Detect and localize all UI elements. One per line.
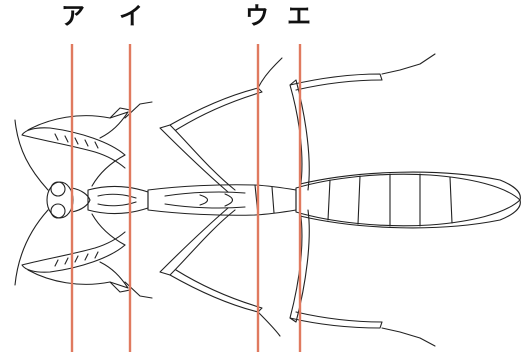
middle-leg-lower (160, 208, 280, 336)
mantis-head (47, 182, 90, 218)
hind-leg-upper (290, 54, 435, 190)
marker-lines (72, 44, 300, 352)
foreleg-lower (22, 214, 152, 298)
hind-leg-lower (290, 210, 435, 346)
middle-leg-upper (160, 58, 282, 192)
foreleg-upper (22, 102, 152, 186)
mantis-prothorax (88, 186, 148, 213)
